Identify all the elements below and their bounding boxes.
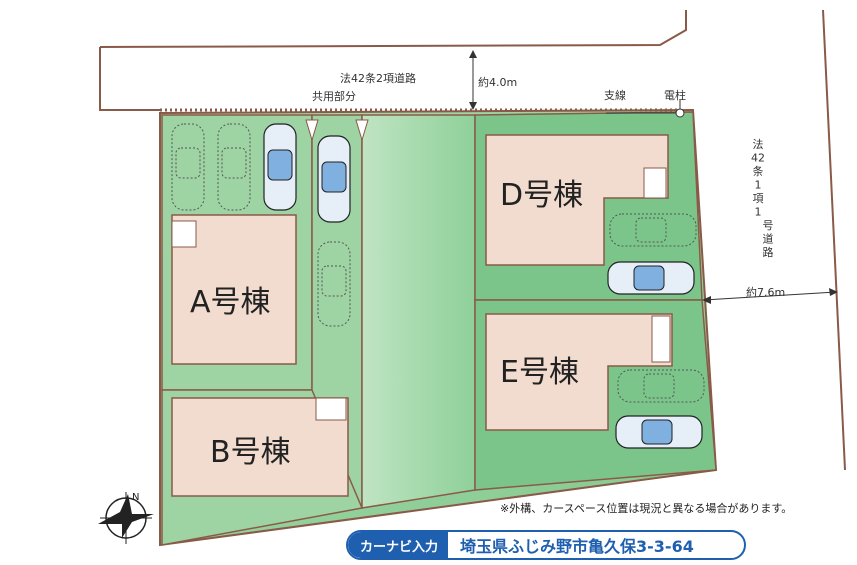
car-icon — [317, 135, 351, 223]
north-compass-icon: N — [98, 492, 154, 544]
road-right-width-label: 約7.6m — [746, 285, 785, 299]
car-icon — [609, 213, 697, 247]
car-navi-box: カーナビ入力 埼玉県ふじみ野市亀久保3-3-64 — [346, 530, 746, 560]
car-icon — [217, 123, 251, 211]
building-d-label: D号棟 — [500, 178, 583, 213]
road-top-outline — [99, 10, 687, 111]
building-e-entrance — [651, 315, 671, 363]
road-right-width-line — [703, 291, 837, 301]
building-a-label: A号棟 — [190, 285, 271, 320]
car-navi-tag: カーナビ入力 — [348, 532, 449, 558]
shared-area-label: 共用部分 — [312, 89, 356, 103]
road-top-width-label: 約4.0m — [478, 75, 517, 89]
car-icon — [263, 123, 297, 211]
car-navi-address: 埼玉県ふじみ野市亀久保3-3-64 — [460, 537, 694, 556]
car-icon — [317, 241, 351, 327]
building-b — [171, 397, 349, 497]
central-path — [361, 114, 476, 509]
building-a — [171, 214, 297, 365]
car-icon — [607, 261, 695, 295]
building-a-entrance — [171, 220, 197, 248]
arrow-left-icon — [702, 296, 711, 304]
car-icon — [615, 415, 703, 449]
arrow-down-icon — [469, 102, 477, 110]
utility-pole-label: 電柱 — [664, 88, 686, 102]
arrow-right-icon — [829, 288, 838, 296]
svg-text:N: N — [132, 492, 139, 503]
building-b-entrance — [315, 397, 347, 421]
car-icon — [171, 123, 205, 211]
shared-marker-left — [305, 119, 319, 142]
building-b-label: B号棟 — [210, 435, 291, 470]
building-e — [485, 313, 673, 431]
disclaimer-note: ※外構、カースペース位置は現況と異なる場合があります。 — [500, 502, 793, 515]
arrow-up-icon — [469, 50, 477, 58]
building-d — [485, 134, 669, 266]
shared-marker-right — [355, 119, 369, 142]
support-wire-label: 支線 — [604, 88, 626, 102]
car-icon — [617, 369, 705, 403]
building-d-entrance — [643, 167, 667, 199]
road-right-outline — [822, 9, 846, 471]
building-e-label: E号棟 — [500, 355, 579, 390]
utility-pole-icon — [675, 108, 685, 118]
road-top-label: 法42条2項道路 — [340, 71, 416, 85]
